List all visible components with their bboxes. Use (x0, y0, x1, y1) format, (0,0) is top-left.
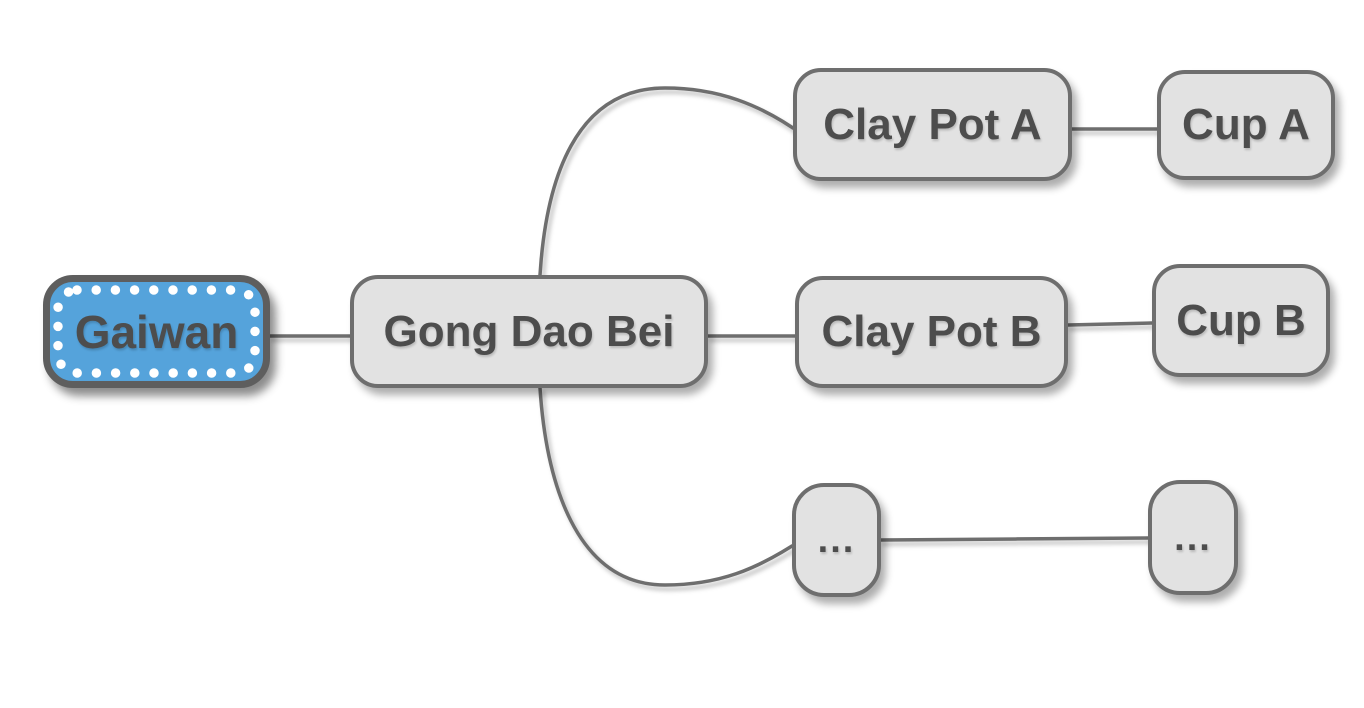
node-ellipsis-2[interactable]: ... (1148, 480, 1238, 595)
node-cup-b[interactable]: Cup B (1152, 264, 1330, 377)
node-cup-a[interactable]: Cup A (1157, 70, 1335, 180)
node-gong-dao-bei[interactable]: Gong Dao Bei (350, 275, 708, 388)
edge-ellipsis-1-ellipsis-2 (879, 536, 1150, 542)
node-label-cup-b: Cup B (1176, 295, 1306, 345)
node-label-gong-dao-bei: Gong Dao Bei (383, 306, 675, 356)
node-label-ellipsis-2: ... (1174, 516, 1212, 559)
node-label-ellipsis-1: ... (817, 519, 856, 561)
node-clay-pot-a[interactable]: Clay Pot A (793, 68, 1072, 181)
node-label-clay-pot-b: Clay Pot B (821, 307, 1042, 356)
node-label-cup-a: Cup A (1182, 100, 1310, 149)
edge-claypot-b-cup-b (1066, 321, 1154, 327)
node-label-gaiwan: Gaiwan (74, 305, 239, 358)
node-clay-pot-b[interactable]: Clay Pot B (795, 276, 1068, 388)
node-gaiwan[interactable]: Gaiwan (43, 275, 270, 388)
edge-gongdaobei-ellipsis-1 (538, 386, 794, 587)
node-label-clay-pot-a: Clay Pot A (823, 99, 1042, 149)
edge-gongdaobei-claypot-a (538, 86, 795, 277)
node-ellipsis-1[interactable]: ... (792, 483, 881, 597)
